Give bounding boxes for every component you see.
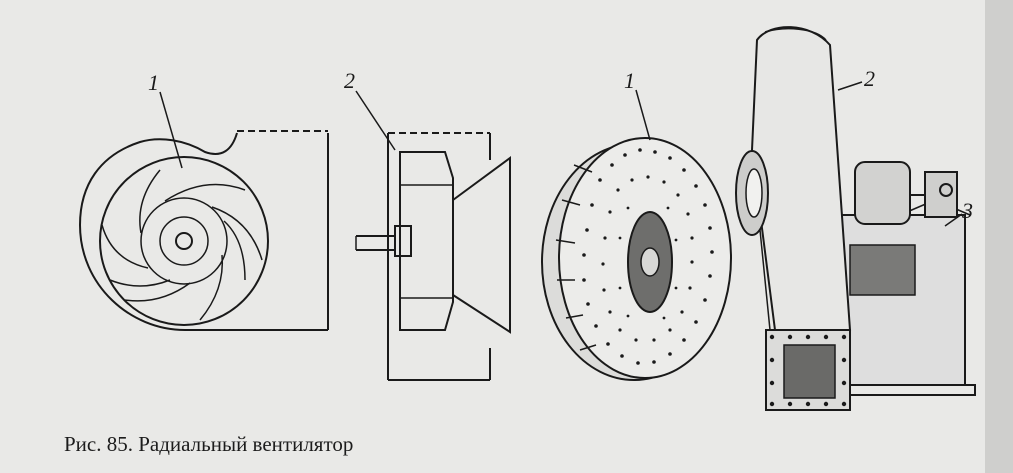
label-section: 2 <box>344 68 355 93</box>
label-impeller: 1 <box>624 68 635 93</box>
spiral-casing-drawing <box>78 91 329 331</box>
label-casing: 1 <box>148 70 159 95</box>
label-frame: 3 <box>961 198 973 223</box>
figure-caption: Рис. 85. Радиальный вентилятор <box>64 432 354 456</box>
assembled-fan-drawing <box>735 26 976 411</box>
impeller-drawing <box>541 89 732 381</box>
label-housing: 2 <box>864 66 875 91</box>
fan-section-drawing <box>355 90 511 381</box>
